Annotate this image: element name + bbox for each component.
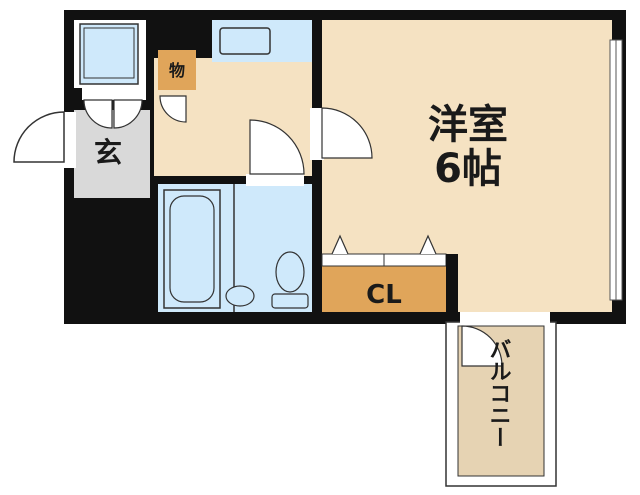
- storage-label: 物: [169, 61, 185, 80]
- entrance-label: 玄: [94, 136, 122, 169]
- storage-floor: [158, 50, 196, 90]
- closet-label: CL: [366, 280, 402, 310]
- toilet-bowl: [275, 251, 305, 293]
- closet-door-right[interactable]: [419, 234, 437, 255]
- storage-door[interactable]: [159, 95, 187, 123]
- washer-door-right[interactable]: [113, 99, 143, 129]
- closet-floor: [322, 266, 446, 312]
- balcony-label: バルコニー: [486, 338, 511, 448]
- wash-basin: [225, 285, 255, 307]
- western-room-size: 6帖: [434, 146, 502, 192]
- bathroom-door-swing[interactable]: [249, 119, 305, 175]
- balcony-door-swing[interactable]: [461, 325, 503, 367]
- bathtub-inner: [169, 195, 215, 303]
- balcony-door-opening: [460, 312, 550, 324]
- closet-door-left[interactable]: [331, 234, 349, 255]
- washer-pan-inner: [83, 27, 135, 79]
- front-door-swing[interactable]: [13, 111, 65, 163]
- kitchen-sink: [219, 27, 271, 55]
- room-door-opening: [310, 108, 324, 160]
- toilet-tank: [271, 293, 309, 309]
- closet-side-wall: [446, 254, 458, 312]
- washer-door-left[interactable]: [83, 99, 113, 129]
- washer-door-opening: [82, 88, 146, 100]
- front-door-opening: [64, 112, 76, 168]
- room-door-swing[interactable]: [321, 107, 373, 159]
- western-room-name: 洋室: [428, 102, 508, 148]
- bathroom-door-opening: [246, 174, 304, 186]
